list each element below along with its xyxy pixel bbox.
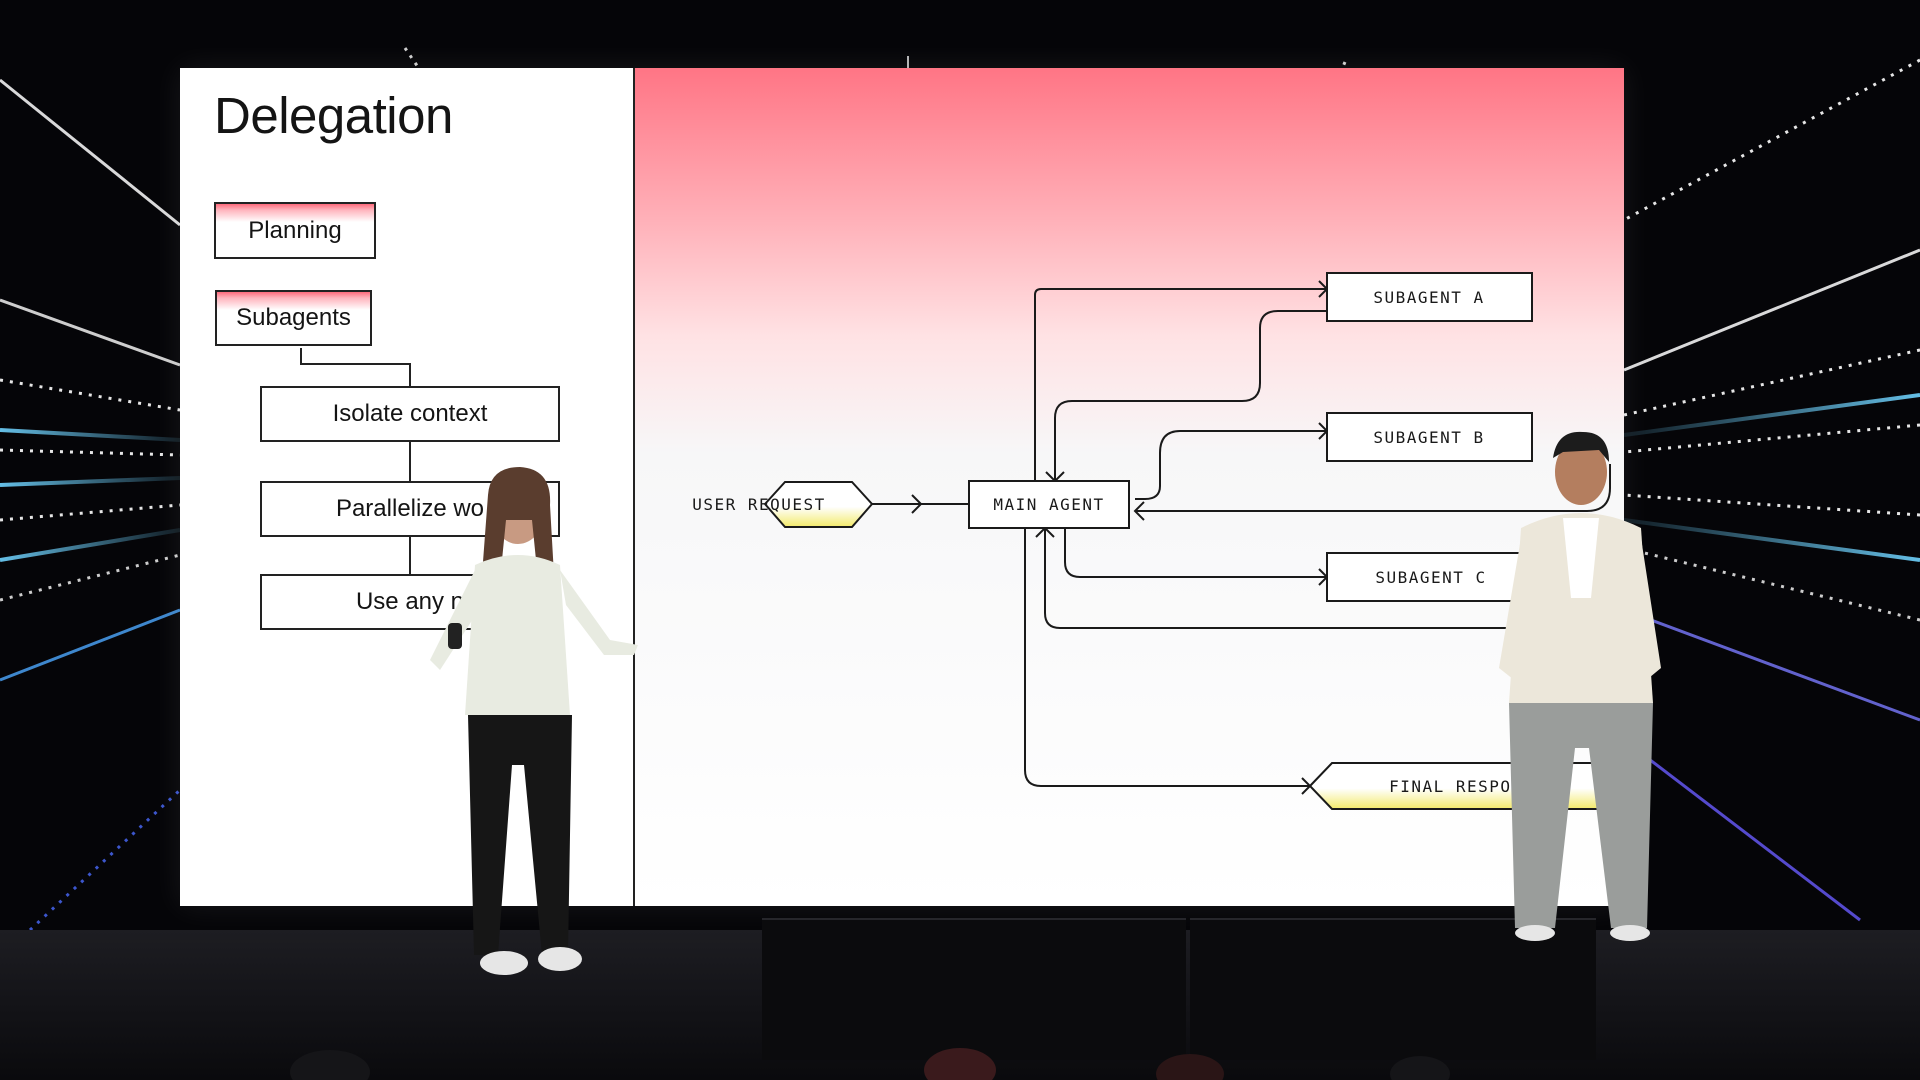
flow-edge	[1135, 430, 1327, 500]
delegation-flow-diagram: USER REQUEST MAIN AGENT SUBAGENT A SUBAG…	[692, 272, 1621, 810]
presenter-right	[1499, 431, 1661, 941]
flow-edge	[1064, 528, 1327, 578]
final-response-label: FINAL RESPONSE	[1389, 777, 1545, 796]
presenter-left	[430, 467, 638, 975]
planning-label: Planning	[248, 216, 342, 244]
flow-edge	[1034, 288, 1327, 481]
light-ray	[0, 553, 181, 602]
light-ray	[0, 78, 181, 227]
subagents-label: Subagents	[236, 304, 351, 331]
planning-box: Planning	[214, 202, 376, 259]
slide-title: Delegation	[214, 87, 453, 144]
tree-connectors	[300, 348, 411, 574]
user-request-node: USER REQUEST	[692, 481, 874, 528]
light-ray	[0, 528, 181, 562]
main-agent-node: MAIN AGENT	[968, 480, 1130, 529]
light-ray	[0, 298, 181, 367]
subagent-a-label: SUBAGENT A	[1373, 288, 1484, 307]
main-agent-label: MAIN AGENT	[993, 495, 1104, 514]
light-ray	[1623, 518, 1920, 562]
light-ray	[1623, 546, 1920, 622]
subagent-a-node: SUBAGENT A	[1326, 272, 1533, 322]
subagent-b-node: SUBAGENT B	[1326, 412, 1533, 462]
subagent-c-label: SUBAGENT C	[1375, 568, 1486, 587]
connector-line	[300, 348, 411, 386]
parallelize-label: Parallelize wo	[335, 495, 485, 522]
user-request-label: USER REQUEST	[692, 495, 826, 514]
light-ray	[0, 378, 181, 412]
light-ray	[403, 47, 422, 71]
light-ray	[1623, 58, 1920, 222]
flow-edge	[1135, 464, 1611, 512]
isolate-context-box: Isolate context	[260, 386, 560, 442]
light-ray	[0, 503, 181, 522]
light-ray	[1623, 393, 1920, 437]
stage-monitor-left	[762, 918, 1186, 1060]
light-ray	[1623, 738, 1861, 922]
light-ray	[1623, 348, 1920, 417]
audience-silhouettes	[290, 1048, 1450, 1080]
subagent-b-label: SUBAGENT B	[1373, 428, 1484, 447]
light-ray	[0, 428, 181, 442]
arrowhead	[1133, 501, 1145, 521]
slide-left-panel: Delegation Planning Subagents Isolate co…	[180, 68, 635, 906]
light-ray	[1623, 608, 1920, 722]
light-ray	[28, 788, 182, 932]
subagents-box: Subagents	[215, 290, 372, 346]
subagent-c-node: SUBAGENT C	[1326, 552, 1533, 602]
presentation-screen: Delegation Planning Subagents Isolate co…	[180, 68, 1624, 906]
isolate-context-label: Isolate context	[332, 400, 488, 427]
light-ray	[0, 448, 181, 457]
slide-right-panel: USER REQUEST MAIN AGENT SUBAGENT A SUBAG…	[635, 68, 1624, 906]
flow-edge	[1024, 528, 1310, 787]
light-ray	[0, 476, 181, 487]
arrowhead	[911, 494, 923, 514]
use-any-label: Use any n	[355, 588, 465, 615]
stage-monitor-right	[1190, 918, 1596, 1060]
light-ray	[0, 608, 181, 682]
flow-edge	[1054, 310, 1327, 481]
light-ray	[1623, 248, 1920, 372]
